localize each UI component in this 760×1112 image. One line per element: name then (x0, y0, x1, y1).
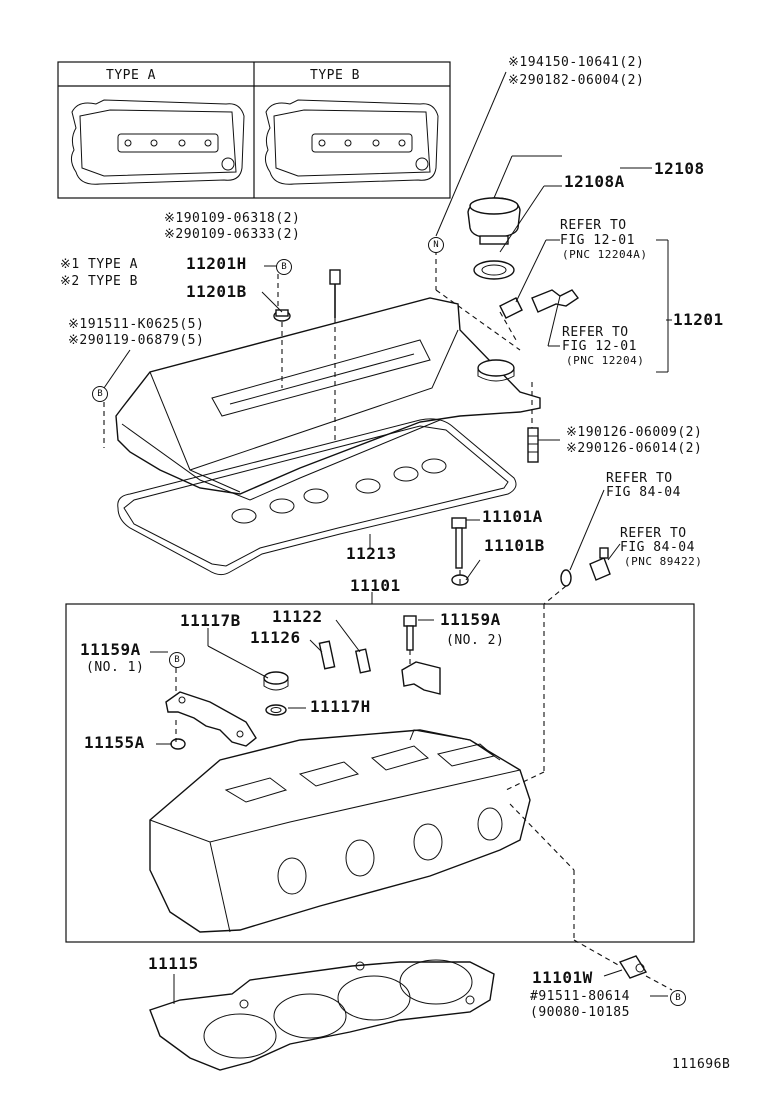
label-11201: 11201 (673, 310, 724, 329)
refer1-line2: FIG 12-01 (560, 233, 635, 248)
plug-11117b (263, 671, 289, 691)
label-11159a-no2: 11159A (440, 610, 501, 629)
refer1-line3: (PNC 12204A) (562, 248, 648, 261)
label-91511-80614: #91511-80614 (530, 989, 630, 1004)
marker-n: N (428, 237, 444, 253)
sensor-89422 (589, 547, 611, 581)
cylinder-head-frame (65, 603, 695, 943)
label-91511-k0625: ※191511-K0625(5) (68, 317, 205, 332)
grommet-11201b (273, 309, 291, 322)
head-bolt-11101a (451, 517, 467, 569)
bolt-11159a-no2 (403, 615, 417, 651)
label-11101w: 11101W (532, 968, 593, 987)
legend-type-b: ※2 TYPE B (60, 274, 139, 289)
dashed-lines (103, 250, 673, 991)
label-11159a-no1: 11159A (80, 640, 141, 659)
refer4-line1: REFER TO (620, 526, 687, 541)
label-90126-06009: ※190126-06009(2) (566, 425, 703, 440)
type-b-header: TYPE B (310, 68, 360, 83)
filler-cap-gasket (473, 260, 515, 280)
refer3-line2: FIG 84-04 (606, 485, 681, 500)
marker-b-cover: B (92, 386, 108, 402)
plug-11155a (170, 738, 186, 750)
refer2-line3: (PNC 12204) (566, 354, 645, 367)
refer4-line3: (PNC 89422) (624, 555, 703, 568)
type-a-header: TYPE A (106, 68, 156, 83)
marker-b-11101w: B (670, 990, 686, 1006)
label-90080-10185: (90080-10185 (530, 1005, 630, 1020)
stud-90126 (527, 427, 539, 463)
label-12108: 12108 (654, 159, 705, 178)
marker-b-11201h: B (276, 259, 292, 275)
cylinder-head (149, 729, 531, 933)
refer2-line1: REFER TO (562, 325, 629, 340)
label-90182-06004: ※290182-06004(2) (508, 73, 645, 88)
label-11117b: 11117B (180, 611, 241, 630)
label-11117h: 11117H (310, 697, 371, 716)
pin-11126 (318, 640, 336, 670)
label-11201b: 11201B (186, 282, 247, 301)
refer2-line2: FIG 12-01 (562, 339, 637, 354)
fitting-11101w (618, 955, 648, 979)
cylinder-head-cover (115, 297, 541, 501)
plug-84-04 (560, 569, 572, 587)
head-gasket (149, 959, 495, 1071)
label-11101a: 11101A (482, 507, 543, 526)
label-11126: 11126 (250, 628, 301, 647)
label-no1: (NO. 1) (86, 660, 145, 675)
pcv-valve (499, 289, 580, 319)
oil-filler-cap (467, 197, 521, 245)
figure-number: 111696B (672, 1057, 731, 1072)
refer3-line1: REFER TO (606, 471, 673, 486)
label-no2: (NO. 2) (446, 633, 505, 648)
label-11101b: 11101B (484, 536, 545, 555)
marker-b-11159a: B (169, 652, 185, 668)
label-90109-06318: ※190109-06318(2) (164, 211, 301, 226)
pin-11122 (354, 648, 372, 674)
label-11201h: 11201H (186, 254, 247, 273)
bearing-cap-no1 (165, 691, 257, 747)
label-90119-06879: ※290119-06879(5) (68, 333, 205, 348)
gasket-type-inset (57, 61, 451, 199)
label-12108a: 12108A (564, 172, 625, 191)
cover-bolt (329, 269, 341, 318)
head-cover-gasket (117, 418, 517, 576)
label-11213: 11213 (346, 544, 397, 563)
label-90109-06333: ※290109-06333(2) (164, 227, 301, 242)
label-11101: 11101 (350, 576, 401, 595)
refer4-line2: FIG 84-04 (620, 540, 695, 555)
legend-type-a: ※1 TYPE A (60, 257, 139, 272)
bearing-cap-no2 (401, 661, 441, 695)
label-90126-06014: ※290126-06014(2) (566, 441, 703, 456)
ring-11117h (265, 704, 287, 716)
label-11155a: 11155A (84, 733, 145, 752)
label-94150-10641: ※194150-10641(2) (508, 55, 645, 70)
leader-lines (103, 71, 672, 1004)
refer1-line1: REFER TO (560, 218, 627, 233)
label-11122: 11122 (272, 607, 323, 626)
label-11115: 11115 (148, 954, 199, 973)
